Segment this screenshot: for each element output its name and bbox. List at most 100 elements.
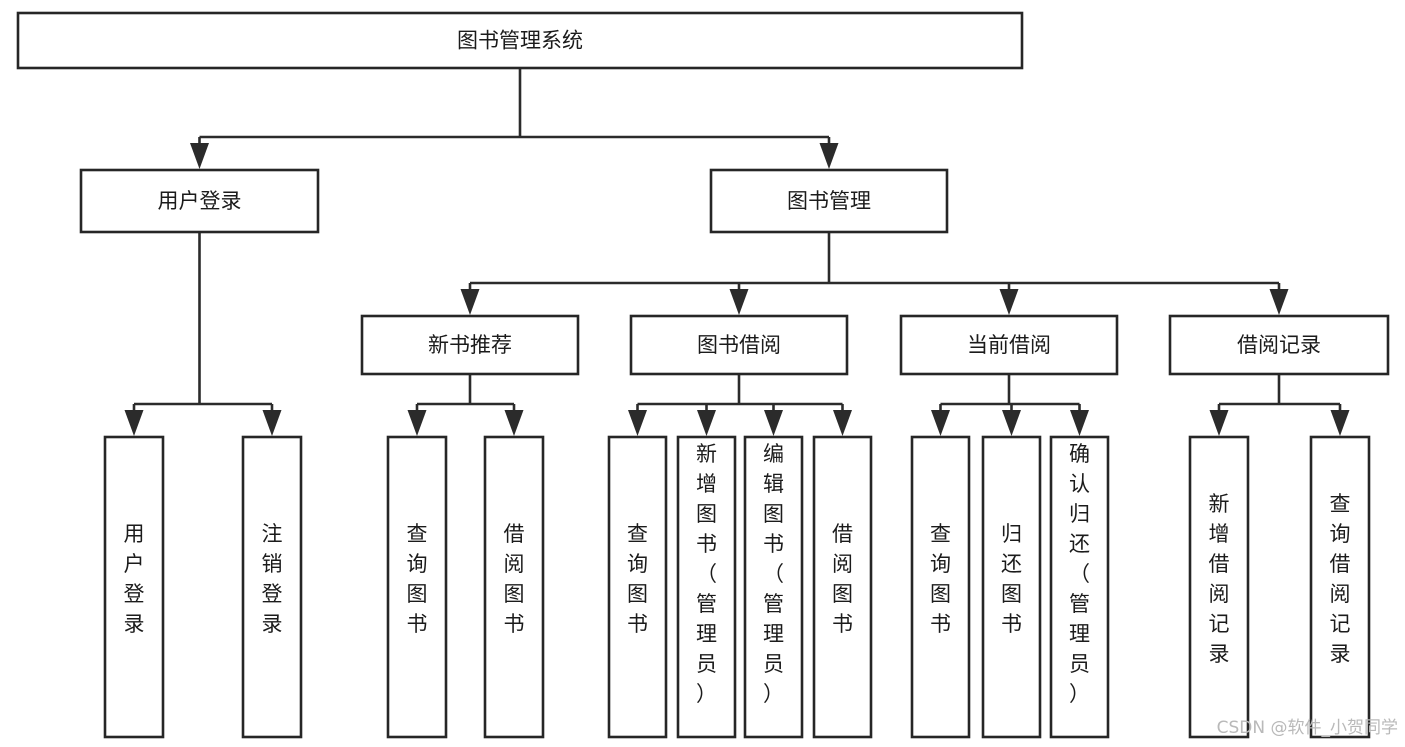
node-label-char: 借 — [832, 522, 853, 546]
node-label-char: 录 — [1209, 642, 1230, 666]
node-label-char: 图 — [832, 582, 853, 606]
node-label-char: 查 — [930, 522, 951, 546]
node-label-char: 理 — [763, 622, 784, 646]
node-layer: 图书管理系统用户登录图书管理新书推荐图书借阅当前借阅借阅记录用户登录注销登录查询… — [16, 11, 1390, 739]
node-leaf-borrow-add-book[interactable]: 新增图书（管理员） — [676, 435, 737, 739]
node-label: 用户登录 — [124, 522, 145, 636]
node-box[interactable] — [79, 168, 320, 234]
connector-group — [460, 232, 1289, 315]
connector-group — [124, 232, 282, 436]
node-label: 新增借阅记录 — [1209, 492, 1230, 666]
arrow-head-icon — [504, 410, 524, 436]
connector-group — [407, 374, 524, 436]
node-box[interactable] — [899, 314, 1119, 376]
arrow-head-icon — [1209, 410, 1229, 436]
watermark-label: CSDN @软件_小贺同学 — [1217, 718, 1398, 738]
node-label: 当前借阅 — [967, 333, 1051, 357]
node-label-char: 询 — [627, 552, 648, 576]
node-label-char: 登 — [124, 582, 145, 606]
node-label: 查询图书 — [407, 522, 428, 636]
node-box[interactable] — [483, 435, 545, 739]
arrow-head-icon — [1070, 410, 1089, 436]
node-label-char: 管 — [1069, 592, 1090, 616]
node-label: 编辑图书（管理员） — [763, 442, 784, 706]
arrow-head-icon — [190, 143, 209, 169]
node-box[interactable] — [676, 435, 737, 739]
node-label-char: 还 — [1001, 552, 1022, 576]
node-label-char: 员 — [1069, 652, 1090, 676]
node-leaf-rec-query-record[interactable]: 查询借阅记录 — [1309, 435, 1371, 739]
node-current-borrow[interactable]: 当前借阅 — [899, 314, 1119, 376]
node-box[interactable] — [1049, 435, 1110, 739]
node-label-char: 用 — [124, 522, 145, 546]
connector-group — [1209, 374, 1350, 436]
node-leaf-borrow-borrow-book[interactable]: 借阅图书 — [812, 435, 873, 739]
node-leaf-user-logout[interactable]: 注销登录 — [241, 435, 303, 739]
node-box[interactable] — [386, 435, 448, 739]
node-label-char: 阅 — [1330, 582, 1351, 606]
node-leaf-cur-query-book[interactable]: 查询图书 — [910, 435, 971, 739]
node-label-char: ） — [763, 682, 784, 706]
node-box[interactable] — [1168, 314, 1390, 376]
node-label-char: 书 — [832, 612, 853, 636]
arrow-head-icon — [262, 410, 282, 436]
node-label-char: （ — [1069, 562, 1090, 586]
node-box[interactable] — [16, 11, 1024, 70]
node-label-char: 图 — [504, 582, 525, 606]
arrow-head-icon — [697, 410, 716, 436]
node-book-borrow[interactable]: 图书借阅 — [629, 314, 849, 376]
node-borrow-record[interactable]: 借阅记录 — [1168, 314, 1390, 376]
node-label-char: 员 — [696, 652, 717, 676]
node-box[interactable] — [241, 435, 303, 739]
node-box[interactable] — [910, 435, 971, 739]
node-label-char: 归 — [1069, 502, 1090, 526]
node-new-book-rec[interactable]: 新书推荐 — [360, 314, 580, 376]
node-label-char: 管 — [763, 592, 784, 616]
node-leaf-rec-add-record[interactable]: 新增借阅记录 — [1188, 435, 1250, 739]
node-label: 图书管理 — [787, 189, 871, 213]
node-user-login[interactable]: 用户登录 — [79, 168, 320, 234]
arrow-head-icon — [999, 289, 1019, 315]
arrow-head-icon — [729, 289, 749, 315]
connector-group — [931, 374, 1089, 436]
node-leaf-cur-return-book[interactable]: 归还图书 — [981, 435, 1042, 739]
node-label: 借阅图书 — [832, 522, 853, 636]
arrow-head-icon — [628, 410, 647, 436]
node-label-char: ） — [1069, 682, 1090, 706]
arrow-head-icon — [1269, 289, 1289, 315]
node-box[interactable] — [607, 435, 668, 739]
node-label: 图书管理系统 — [457, 29, 583, 53]
node-label: 确认归还（管理员） — [1069, 442, 1090, 706]
node-label-char: 户 — [124, 552, 145, 576]
node-root[interactable]: 图书管理系统 — [16, 11, 1024, 70]
node-box[interactable] — [743, 435, 804, 739]
node-label-char: 书 — [504, 612, 525, 636]
node-label: 注销登录 — [262, 522, 283, 636]
node-box[interactable] — [1309, 435, 1371, 739]
connector-group — [190, 68, 839, 169]
node-leaf-rec-borrow-book[interactable]: 借阅图书 — [483, 435, 545, 739]
node-label-char: 登 — [262, 582, 283, 606]
node-leaf-user-login[interactable]: 用户登录 — [103, 435, 165, 739]
node-label-char: （ — [696, 562, 717, 586]
node-label-char: 图 — [696, 502, 717, 526]
node-leaf-borrow-edit-book[interactable]: 编辑图书（管理员） — [743, 435, 804, 739]
arrow-head-icon — [833, 410, 852, 436]
node-box[interactable] — [103, 435, 165, 739]
node-label: 借阅图书 — [504, 522, 525, 636]
node-label-char: 查 — [627, 522, 648, 546]
node-box[interactable] — [360, 314, 580, 376]
node-box[interactable] — [1188, 435, 1250, 739]
node-book-manage[interactable]: 图书管理 — [709, 168, 949, 234]
node-box[interactable] — [812, 435, 873, 739]
node-leaf-borrow-query-book[interactable]: 查询图书 — [607, 435, 668, 739]
node-leaf-cur-confirm-return[interactable]: 确认归还（管理员） — [1049, 435, 1110, 739]
node-box[interactable] — [981, 435, 1042, 739]
node-box[interactable] — [629, 314, 849, 376]
node-label-char: 辑 — [763, 472, 784, 496]
node-leaf-rec-query-book[interactable]: 查询图书 — [386, 435, 448, 739]
node-box[interactable] — [709, 168, 949, 234]
node-label: 查询借阅记录 — [1330, 492, 1351, 666]
